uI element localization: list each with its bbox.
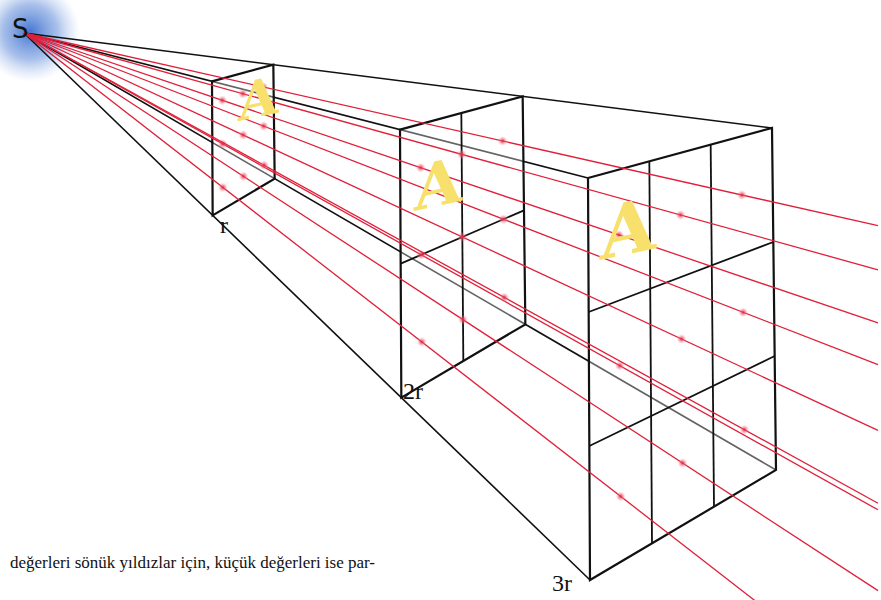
ray-point bbox=[615, 361, 625, 371]
ray-point bbox=[676, 210, 686, 220]
ray-point bbox=[499, 292, 509, 302]
area-frame bbox=[400, 96, 525, 397]
distance-label: r bbox=[220, 212, 228, 239]
area-letter: A bbox=[238, 64, 278, 134]
ray-point bbox=[737, 190, 747, 200]
light-source: S bbox=[12, 14, 29, 44]
source-label: S bbox=[12, 14, 29, 44]
light-ray bbox=[24, 33, 878, 270]
light-ray bbox=[24, 33, 878, 365]
ray-point bbox=[677, 334, 687, 344]
light-ray bbox=[24, 33, 878, 591]
distance-label: 3r bbox=[552, 570, 572, 597]
area-letter: A bbox=[600, 180, 656, 277]
body-text: değerleri sönük yıldızlar için, küçük de… bbox=[8, 553, 377, 573]
area-letter: A bbox=[414, 143, 462, 226]
ray-point bbox=[417, 337, 427, 347]
grid-line bbox=[711, 145, 714, 507]
ray-point bbox=[738, 307, 748, 317]
light-ray bbox=[24, 33, 878, 323]
light-ray bbox=[24, 33, 878, 600]
distance-label: 2r bbox=[403, 378, 423, 405]
pyramid-edge bbox=[24, 33, 590, 580]
ray-point bbox=[678, 458, 688, 468]
ray-point bbox=[739, 425, 749, 435]
pyramid-edge bbox=[24, 33, 772, 128]
light-ray bbox=[24, 33, 878, 226]
ray-point bbox=[259, 160, 269, 170]
light-ray bbox=[24, 33, 878, 430]
ray-point bbox=[457, 232, 467, 242]
ray-point bbox=[239, 171, 249, 181]
ray-point bbox=[458, 315, 468, 325]
ray-point bbox=[218, 182, 228, 192]
light-ray bbox=[24, 33, 878, 510]
ray-point bbox=[217, 95, 227, 105]
ray-point bbox=[498, 214, 508, 224]
ray-point bbox=[616, 491, 626, 501]
ray-point bbox=[498, 136, 508, 146]
light-ray bbox=[24, 33, 878, 503]
